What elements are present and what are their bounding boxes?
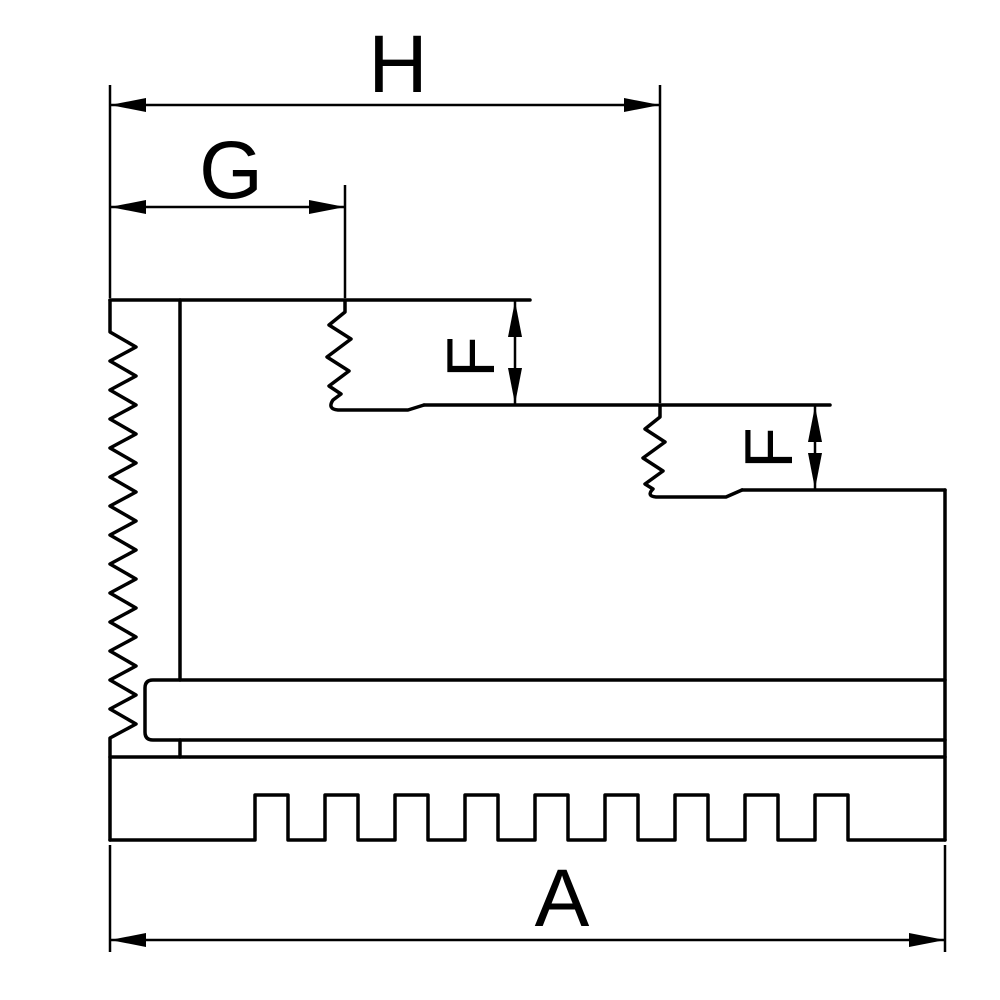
guide-band xyxy=(143,678,947,742)
dimension-labels: H G F F A xyxy=(199,19,807,944)
left-serrated-clamping-edge xyxy=(108,298,138,842)
step1-serrated-face xyxy=(325,298,426,412)
label-h: H xyxy=(368,19,427,110)
dim-h-arrow-right xyxy=(624,98,660,112)
dim-f-upper-arrow-top xyxy=(508,301,522,337)
dim-g-arrow-right xyxy=(309,200,345,214)
dim-a-arrow-right xyxy=(909,933,945,947)
label-g: G xyxy=(199,125,263,216)
dim-f-upper-arrow-bottom xyxy=(508,368,522,404)
dim-f-lower-arrow-bottom xyxy=(808,453,822,489)
bottom-serrated-edge xyxy=(108,793,947,842)
dim-f-lower-arrow-top xyxy=(808,406,822,442)
dim-h-arrow-left xyxy=(110,98,146,112)
step2-serrated-face xyxy=(641,403,744,499)
dim-a-arrow-left xyxy=(110,933,146,947)
label-f-upper: F xyxy=(433,336,509,378)
dimension-arrowheads xyxy=(110,98,945,947)
label-f-lower: F xyxy=(731,427,807,469)
label-a: A xyxy=(535,853,590,944)
dim-g-arrow-left xyxy=(110,200,146,214)
jaw-outline xyxy=(108,298,947,842)
